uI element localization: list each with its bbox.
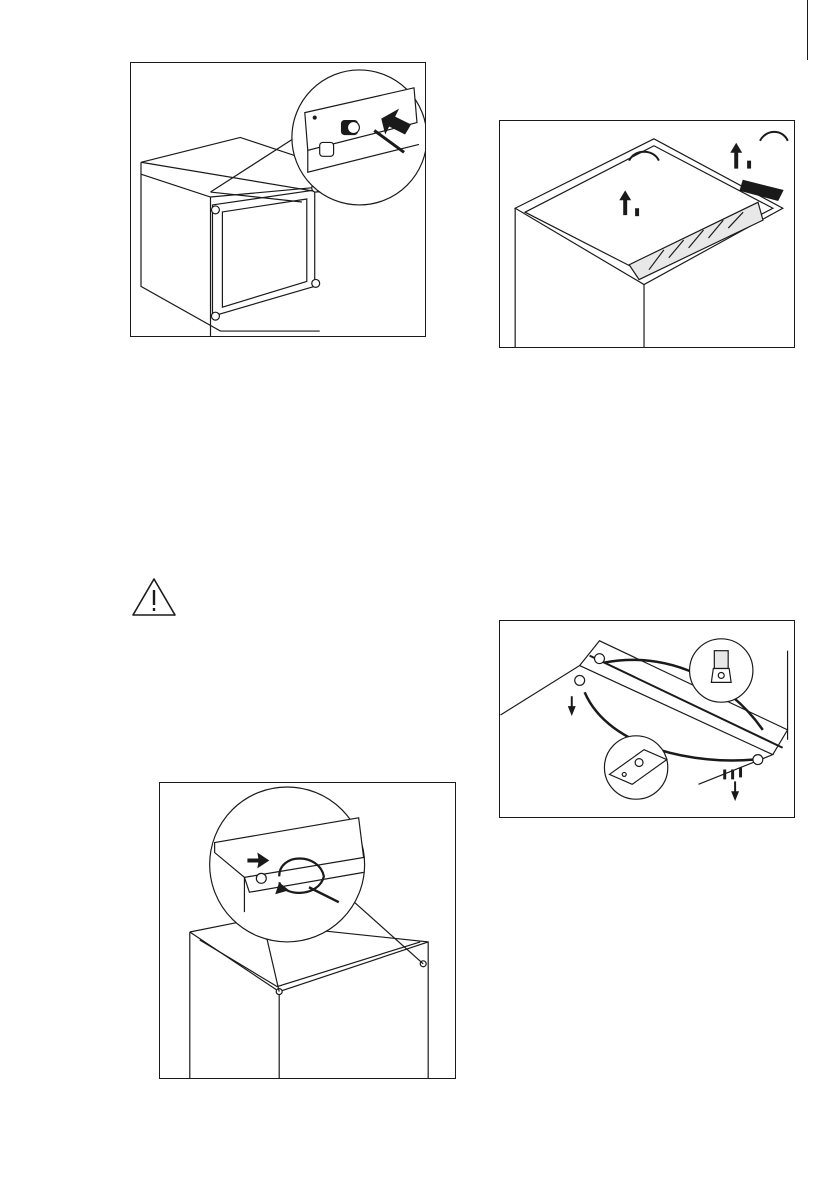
- top-corner-illustration: [160, 783, 455, 1078]
- figure-top-cover: [499, 120, 795, 348]
- warning-triangle-icon: [131, 577, 177, 617]
- figure-bottom-hinge: [499, 620, 795, 818]
- hinge-cover-illustration: [131, 63, 425, 336]
- figure-hinge-cover: [130, 62, 426, 337]
- bottom-hinge-illustration: [500, 621, 794, 817]
- top-cover-illustration: [500, 121, 794, 347]
- crop-mark: [807, 0, 808, 60]
- figure-top-corner: [159, 782, 456, 1079]
